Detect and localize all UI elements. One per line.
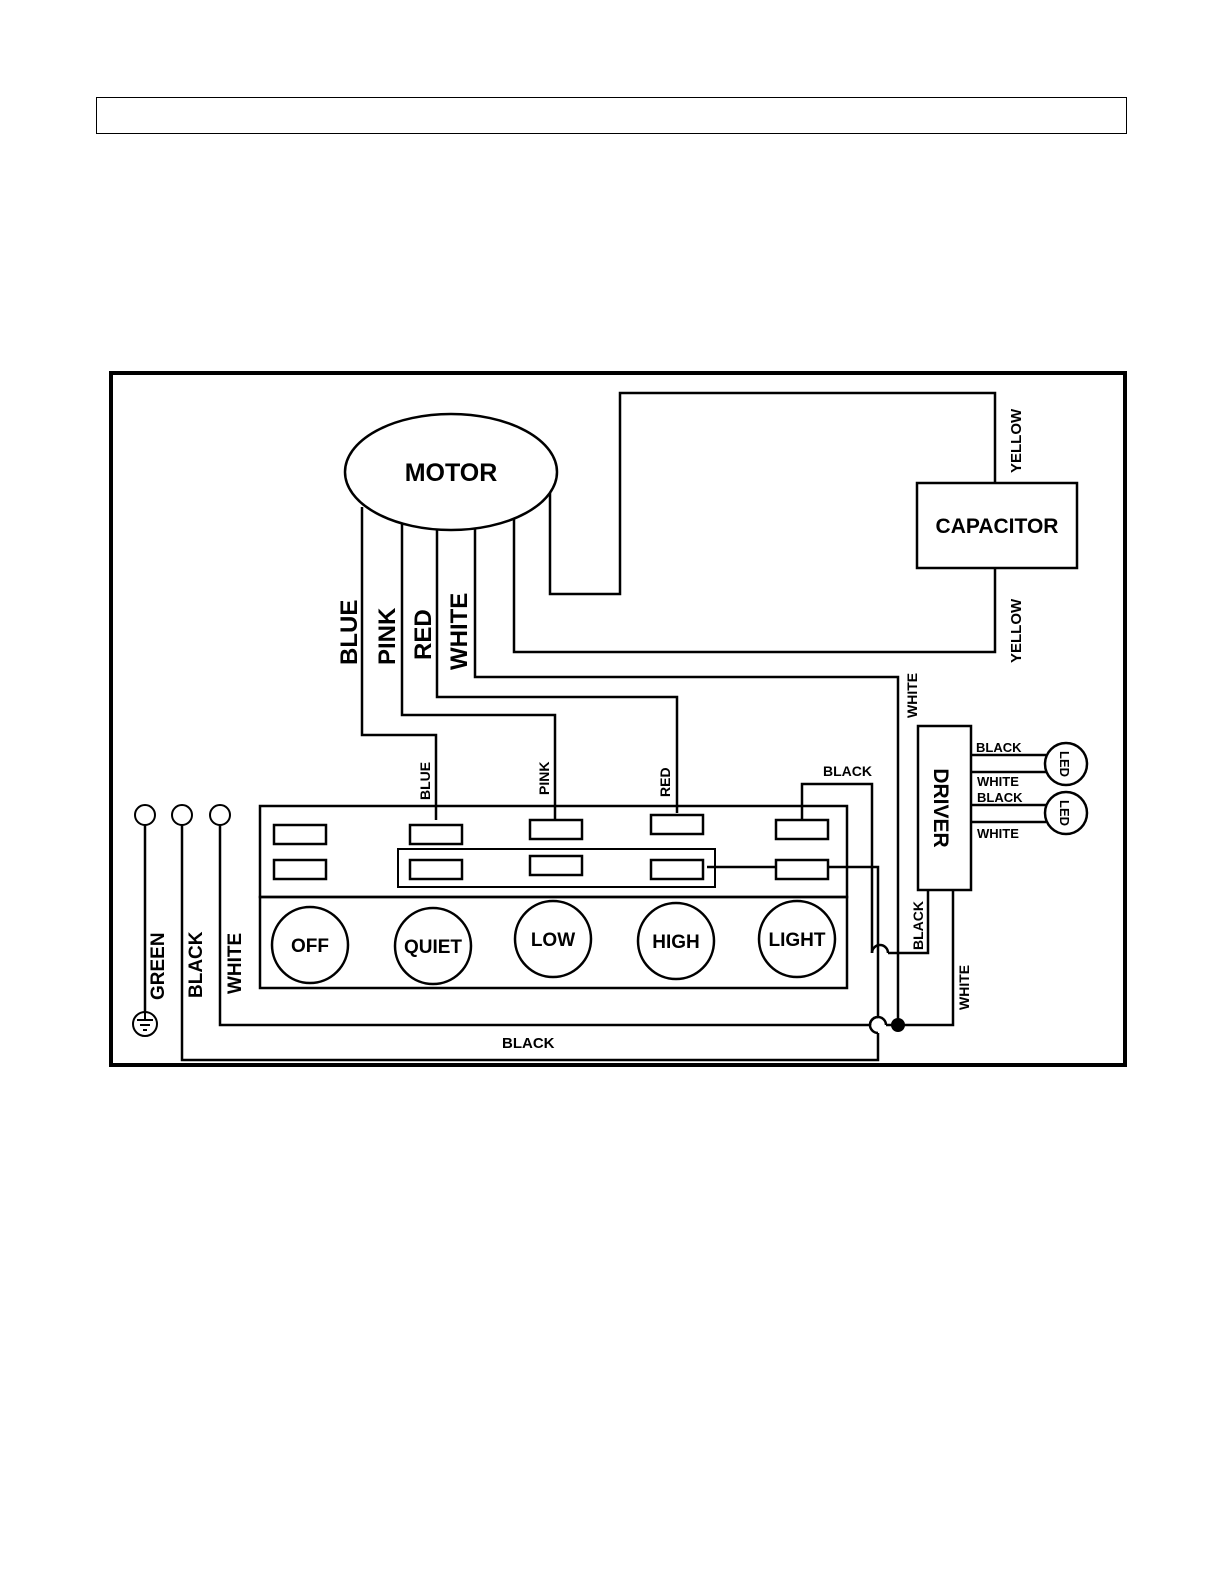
label-red-terminal: RED bbox=[657, 767, 673, 797]
terminal-top-3 bbox=[530, 820, 582, 839]
terminal-black bbox=[172, 805, 192, 825]
terminal-bot-5 bbox=[776, 860, 828, 879]
label-led1-white: WHITE bbox=[977, 774, 1019, 789]
led-2-label: LED bbox=[1057, 800, 1072, 826]
terminal-top-5 bbox=[776, 820, 828, 839]
high-button-label: HIGH bbox=[652, 932, 700, 953]
label-white-main: WHITE bbox=[446, 593, 473, 670]
label-yellow-bottom: YELLOW bbox=[1008, 598, 1025, 663]
terminal-top-4 bbox=[651, 815, 703, 834]
terminal-white bbox=[210, 805, 230, 825]
label-pink-terminal: PINK bbox=[536, 762, 552, 795]
label-green-supply: GREEN bbox=[148, 932, 169, 1000]
label-blue-main: BLUE bbox=[336, 600, 363, 665]
terminal-green bbox=[135, 805, 155, 825]
label-white-supply: WHITE bbox=[225, 933, 246, 994]
light-button-label: LIGHT bbox=[769, 930, 826, 951]
label-white-supply-right: WHITE bbox=[956, 965, 972, 1010]
terminal-bot-3 bbox=[530, 856, 582, 875]
label-red-main: RED bbox=[410, 609, 437, 660]
terminal-bot-1 bbox=[274, 860, 326, 879]
label-black-bottom: BLACK bbox=[502, 1035, 555, 1052]
ground-symbol-icon bbox=[133, 1012, 157, 1036]
junction-dot bbox=[891, 1018, 905, 1032]
off-button-label: OFF bbox=[291, 936, 329, 957]
driver-label: DRIVER bbox=[929, 768, 952, 847]
led-1-label: LED bbox=[1057, 751, 1072, 777]
terminal-top-1 bbox=[274, 825, 326, 844]
terminal-bot-4 bbox=[651, 860, 703, 879]
diagram-frame bbox=[111, 373, 1125, 1065]
capacitor-label: CAPACITOR bbox=[936, 515, 1059, 538]
label-white-driver: WHITE bbox=[904, 673, 920, 718]
wire-red bbox=[437, 528, 677, 813]
label-black-light: BLACK bbox=[823, 763, 872, 779]
wire-white-hop bbox=[870, 1017, 886, 1025]
label-led1-black: BLACK bbox=[976, 740, 1022, 755]
motor-label: MOTOR bbox=[405, 459, 498, 487]
label-yellow-top: YELLOW bbox=[1008, 408, 1025, 473]
wire-black-light-hop bbox=[872, 945, 888, 953]
label-led2-black: BLACK bbox=[977, 790, 1023, 805]
label-pink-main: PINK bbox=[374, 607, 401, 665]
label-black-supply: BLACK bbox=[186, 931, 207, 998]
label-blue-terminal: BLUE bbox=[417, 762, 433, 800]
quiet-button-label: QUIET bbox=[404, 937, 462, 958]
terminal-bot-2 bbox=[410, 860, 462, 879]
terminal-top-2 bbox=[410, 825, 462, 844]
panel-buttons: OFF QUIET LOW HIGH LIGHT bbox=[272, 901, 835, 984]
low-button-label: LOW bbox=[531, 930, 575, 951]
label-black-driver: BLACK bbox=[910, 901, 926, 950]
label-led2-white: WHITE bbox=[977, 826, 1019, 841]
